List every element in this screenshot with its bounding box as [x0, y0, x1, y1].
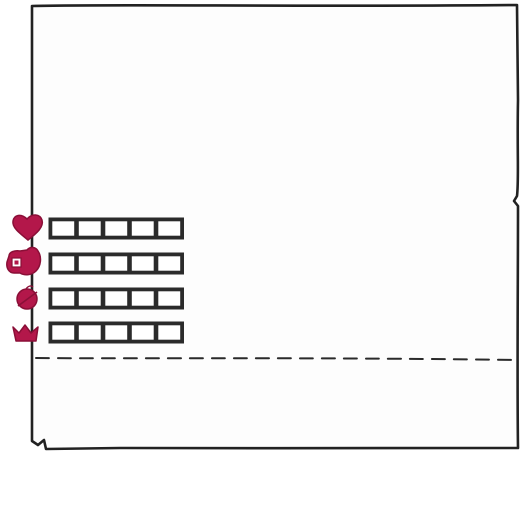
meter-cell [77, 323, 103, 342]
meter-cell [50, 219, 76, 238]
meter-cell [130, 254, 156, 273]
stat-meter-health [48, 217, 184, 240]
meter-cell [50, 289, 76, 308]
heart-icon [12, 214, 44, 241]
meter-cell [156, 289, 182, 308]
meter-cell [77, 219, 103, 238]
meter-cell [156, 254, 182, 273]
stat-meter-food [48, 287, 184, 310]
crown-icon [12, 324, 39, 342]
meter-cell [77, 289, 103, 308]
meter-cell [130, 219, 156, 238]
stat-meter-strength [48, 252, 184, 275]
meter-cell [50, 254, 76, 273]
meter-cell [77, 254, 103, 273]
panel-divider [35, 357, 517, 361]
meter-cell [103, 254, 129, 273]
fruit-icon [16, 285, 38, 310]
meter-cell [103, 323, 129, 342]
meter-cell [103, 289, 129, 308]
flexed-arm-icon [6, 246, 42, 276]
meter-cell [130, 323, 156, 342]
meter-cell [156, 323, 182, 342]
stat-meter-royalty [48, 321, 184, 344]
meter-cell [50, 323, 76, 342]
meter-cell [130, 289, 156, 308]
meter-cell [103, 219, 129, 238]
meter-cell [156, 219, 182, 238]
